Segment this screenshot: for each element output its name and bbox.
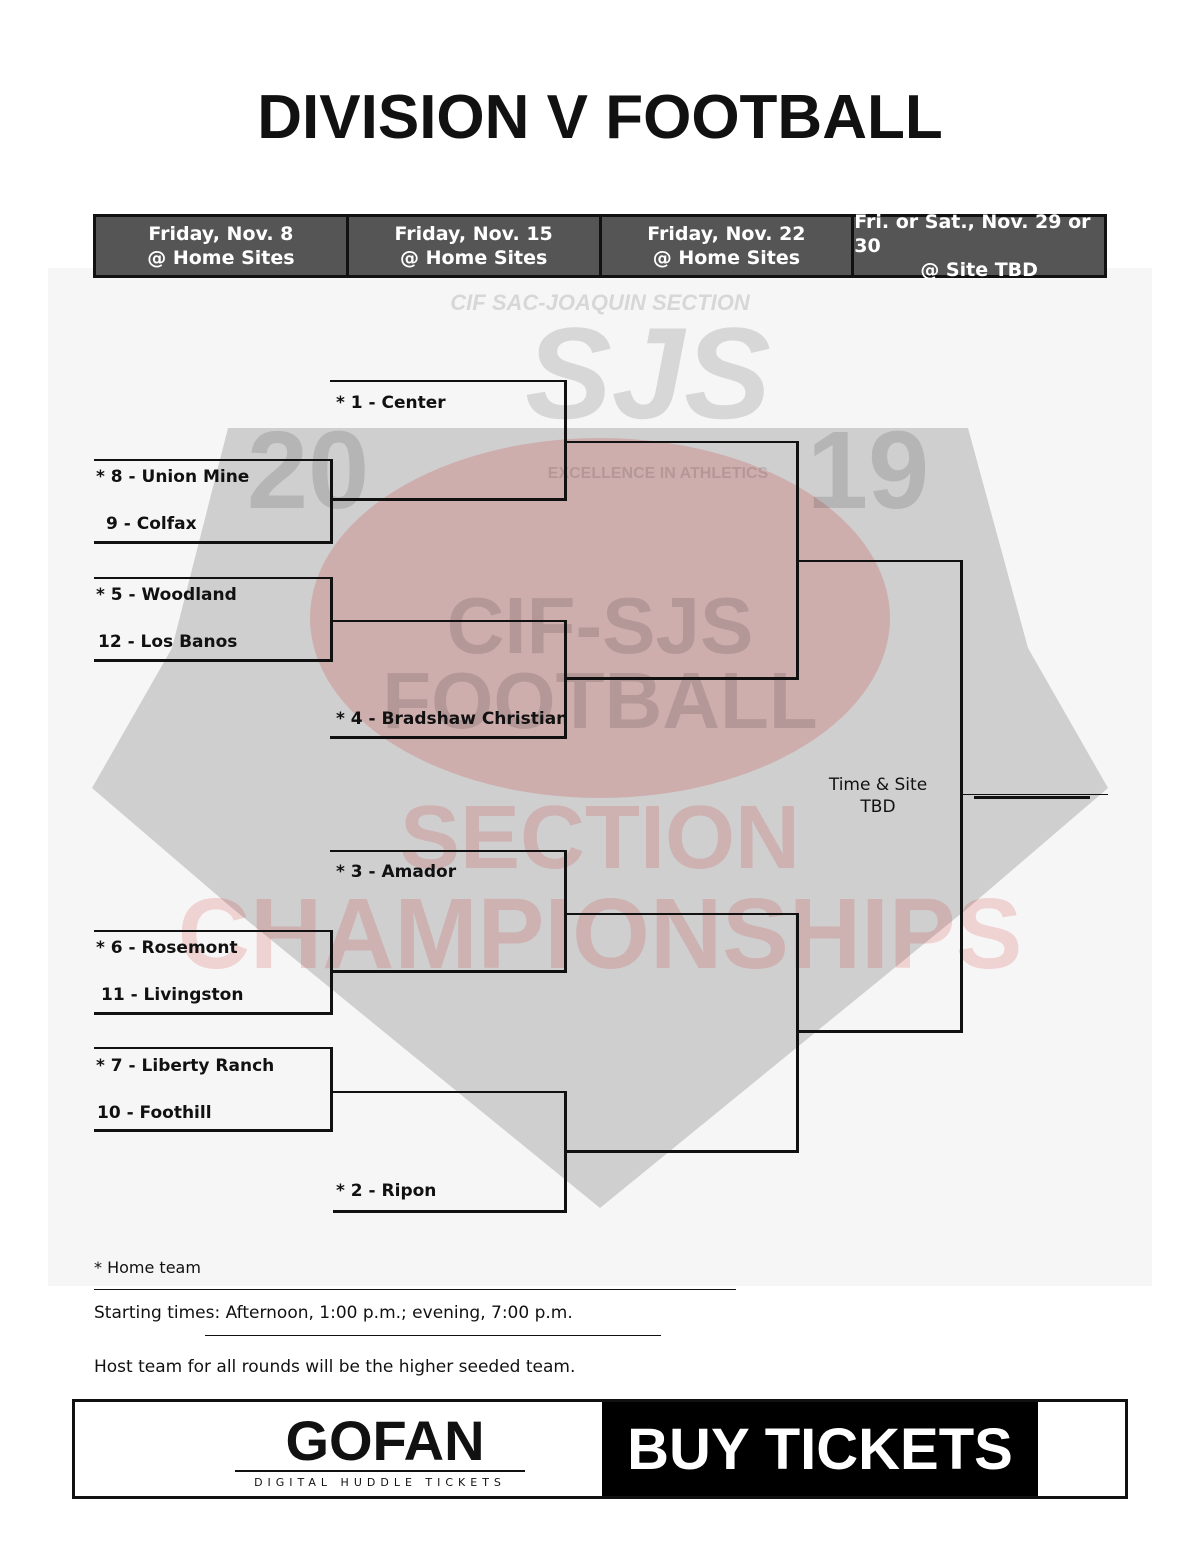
watermark-sjs: SJS — [525, 300, 771, 446]
page-title: DIVISION V FOOTBALL — [257, 83, 943, 152]
bracket-line — [796, 560, 963, 562]
bracket-line — [960, 560, 963, 1033]
gofan-logo: GOFAN DIGITAL HUDDLE TICKETS — [235, 1410, 525, 1489]
champion-line — [974, 796, 1090, 799]
buy-tickets-button[interactable]: BUY TICKETS — [602, 1402, 1038, 1496]
bracket-line — [94, 1129, 332, 1132]
watermark-football-line2: FOOTBALL — [382, 656, 817, 745]
bracket-line — [330, 1091, 567, 1093]
bracket-line — [94, 541, 332, 544]
bracket-line — [564, 677, 799, 680]
team-colfax: 9 - Colfax — [106, 514, 197, 534]
watermark-football-line1: CIF-SJS — [447, 581, 754, 670]
bracket-line — [94, 1012, 332, 1015]
team-center: * 1 - Center — [336, 393, 446, 413]
bracket-line — [796, 913, 799, 1153]
note-divider — [94, 1289, 736, 1290]
round-header-3: Friday, Nov. 22 @ Home Sites — [601, 217, 852, 275]
team-rosemont: * 6 - Rosemont — [96, 938, 238, 958]
team-amador: * 3 - Amador — [336, 862, 457, 882]
team-union-mine: * 8 - Union Mine — [96, 467, 250, 487]
bracket-line — [330, 970, 567, 973]
note-divider — [205, 1335, 661, 1336]
bracket-line — [330, 459, 333, 544]
bracket-line — [564, 380, 567, 501]
bracket-line — [330, 850, 567, 852]
bracket-line — [94, 659, 332, 662]
host-team-note: Host team for all rounds will be the hig… — [94, 1357, 576, 1377]
team-woodland: * 5 - Woodland — [96, 585, 237, 605]
bracket-line — [330, 620, 567, 622]
bracket-line — [94, 930, 332, 932]
buy-tickets-label: BUY TICKETS — [627, 1416, 1013, 1482]
gofan-logo-wordmark: GOFAN — [285, 1410, 484, 1472]
watermark-section-label: CIF SAC-JOAQUIN SECTION — [450, 290, 751, 315]
team-livingston: 11 - Livingston — [101, 985, 244, 1005]
bracket-line — [564, 913, 799, 915]
starting-times-note: Starting times: Afternoon, 1:00 p.m.; ev… — [94, 1303, 573, 1323]
watermark-tagline: EXCELLENCE IN ATHLETICS — [548, 465, 769, 482]
round-header-2: Friday, Nov. 15 @ Home Sites — [348, 217, 599, 275]
watermark-year-left: 20 — [247, 409, 369, 532]
round-header-4: Fri. or Sat., Nov. 29 or 30 @ Site TBD — [854, 211, 1104, 281]
buy-tickets-banner[interactable]: GOFAN DIGITAL HUDDLE TICKETS BUY TICKETS — [72, 1399, 1128, 1499]
bracket-line — [94, 1047, 332, 1049]
sjs-watermark-logo: CIF SAC-JOAQUIN SECTION SJS 20 19 EXCELL… — [92, 290, 1108, 1208]
team-bradshaw-christian: * 4 - Bradshaw Christian — [336, 709, 569, 729]
team-foothill: 10 - Foothill — [97, 1103, 212, 1123]
bracket-line — [330, 577, 333, 662]
round-header-1: Friday, Nov. 8 @ Home Sites — [96, 217, 346, 275]
watermark-section-word: SECTION — [400, 788, 800, 888]
bracket-line — [564, 850, 567, 973]
final-time-site: Time & Site TBD — [828, 775, 928, 817]
bracket-background — [48, 268, 1152, 1286]
bracket-line — [333, 1210, 567, 1213]
bracket-line — [94, 459, 332, 461]
watermark-championships: CHAMPIONSHIPS — [178, 878, 1023, 990]
bracket-line — [330, 380, 567, 382]
bracket-line — [564, 441, 799, 443]
champion-line — [960, 794, 1108, 795]
bracket-line — [330, 1047, 333, 1132]
team-los-banos: 12 - Los Banos — [98, 632, 238, 652]
gofan-logo-subtitle: DIGITAL HUDDLE TICKETS — [254, 1476, 506, 1489]
bracket-line — [94, 577, 332, 579]
team-liberty-ranch: * 7 - Liberty Ranch — [96, 1056, 275, 1076]
round-header-bar: Friday, Nov. 8 @ Home Sites Friday, Nov.… — [93, 211, 1107, 281]
team-ripon: * 2 - Ripon — [336, 1181, 437, 1201]
bracket-line — [330, 736, 567, 739]
bracket-line — [330, 498, 567, 501]
bracket-line — [564, 1150, 799, 1153]
bracket-line — [796, 1030, 963, 1033]
watermark-year-right: 19 — [807, 409, 929, 532]
home-team-note: * Home team — [94, 1258, 201, 1277]
